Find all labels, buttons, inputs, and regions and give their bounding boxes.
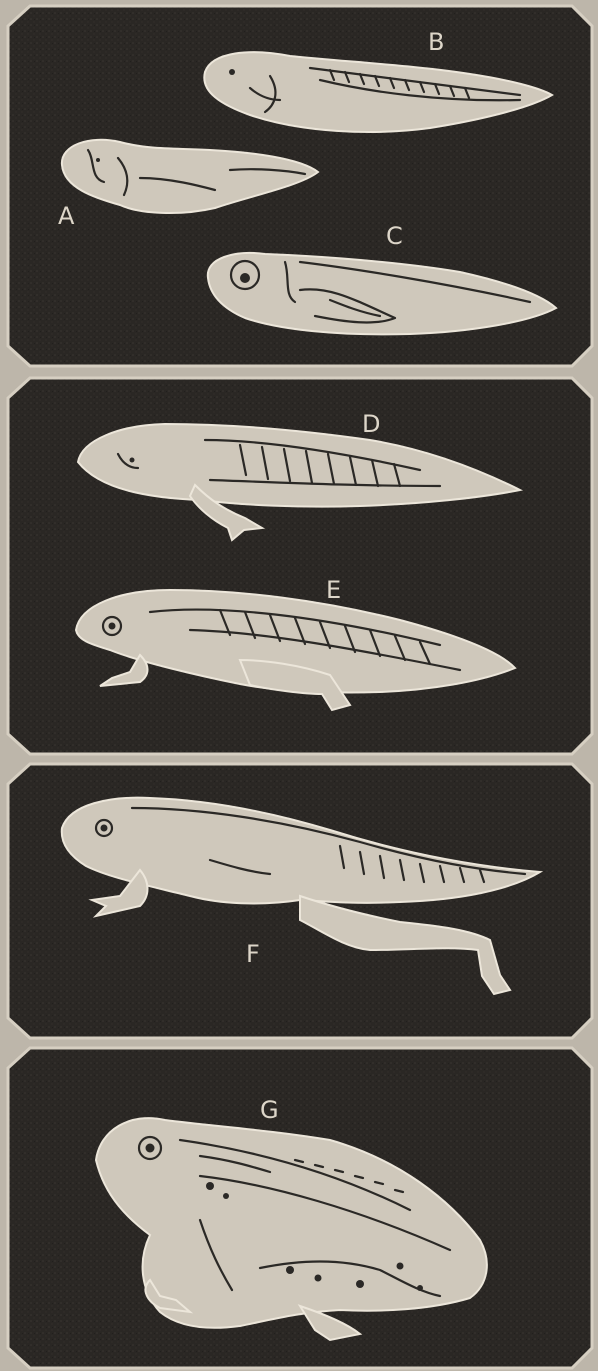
label-b: B (428, 28, 444, 56)
label-d: D (362, 410, 380, 438)
panel-2: D E (8, 378, 592, 754)
label-c: C (386, 222, 403, 250)
label-e: E (326, 576, 341, 604)
panel-3: F (8, 764, 592, 1038)
label-f: F (246, 940, 260, 968)
label-a: A (58, 202, 75, 230)
panel-1: A B C (8, 6, 592, 366)
label-g: G (260, 1096, 279, 1124)
panel-4: G (8, 1048, 592, 1368)
